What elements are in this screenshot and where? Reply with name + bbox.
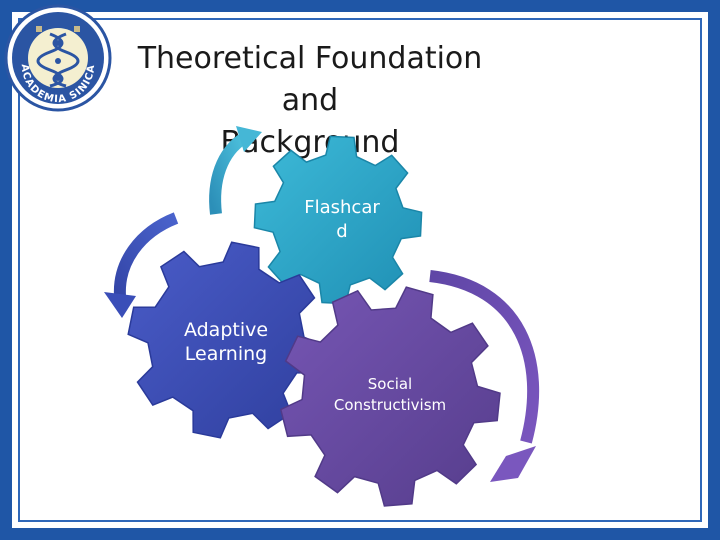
arrow-to-social-head [490, 446, 536, 482]
arrow-to-social [429, 270, 540, 444]
arrow-to-flashcard-head [236, 126, 262, 152]
arrow-to-adaptive-head [104, 292, 136, 318]
slide-frame-inner [18, 18, 702, 522]
gear-label-social-constructivism: Social Constructivism [333, 375, 447, 414]
gear-flashcard [253, 135, 423, 305]
arrow-to-adaptive [113, 212, 179, 297]
cycle-arrows [104, 126, 540, 482]
page-title: Theoretical Foundation and Background [137, 41, 483, 160]
gear-label-flashcard: Flashcar d [304, 197, 380, 242]
gear-social-constructivism [279, 286, 501, 507]
arrow-to-flashcard [209, 132, 248, 215]
academia-sinica-logo-icon: ACADEMIA SINICA [4, 4, 112, 112]
gear-label-adaptive-learning: Adaptive Learning [183, 319, 269, 365]
gears [127, 135, 501, 507]
